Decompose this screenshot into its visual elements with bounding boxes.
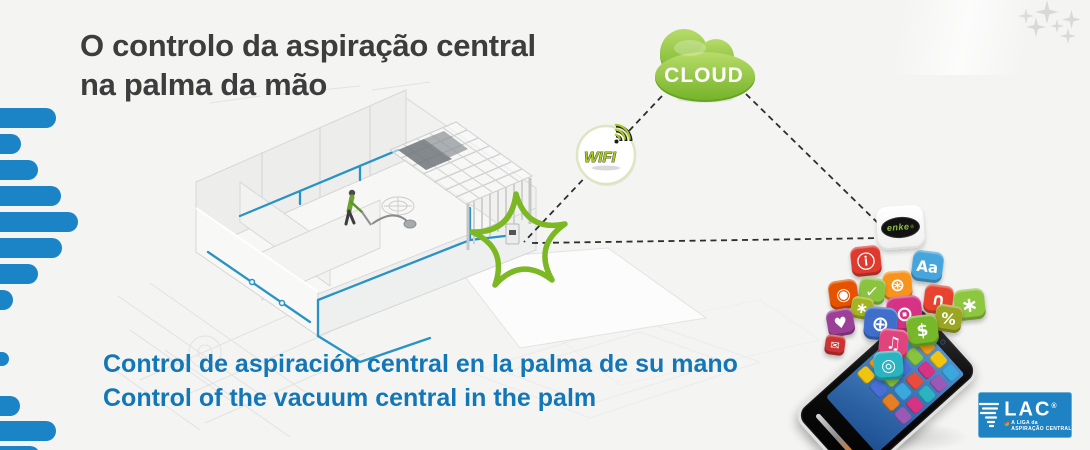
page-title-line2: na palma da mão xyxy=(80,67,328,102)
decor-bar xyxy=(0,446,40,450)
cloud-label: CLOUD xyxy=(664,64,744,87)
lac-logo: LAC® A LIGA da ASPIRAÇÃO CENTRAL xyxy=(978,392,1072,438)
decor-bar xyxy=(0,160,38,180)
enke-reg-mark: ® xyxy=(910,223,915,230)
lac-tagline-line1: A LIGA da xyxy=(1011,419,1038,426)
decor-bar xyxy=(0,238,62,258)
text-aa-icon: Aa xyxy=(910,249,945,284)
wifi-label: WIFI xyxy=(584,149,616,166)
spiral-stair xyxy=(381,196,415,216)
cloud-icon: CLOUD xyxy=(655,29,755,103)
wifi-icon: WIFI xyxy=(575,123,637,186)
decor-bar xyxy=(0,264,38,284)
connection-lines xyxy=(523,93,885,244)
phone-camera-icon xyxy=(939,338,947,346)
vacuum-pipes xyxy=(206,148,507,364)
subtitle-line1: Control de aspiración central en la palm… xyxy=(103,350,738,378)
enke-app-badge: enke® xyxy=(875,204,926,251)
pergola xyxy=(388,121,534,250)
info-icon: ⓘ xyxy=(849,244,883,278)
subtitle-line2: Control of the vacuum central in the pal… xyxy=(103,384,597,412)
enke-logo: enke® xyxy=(880,215,921,240)
wifi-waves-icon xyxy=(614,123,633,144)
lac-tornado-icon xyxy=(979,402,1000,428)
decor-bar xyxy=(0,212,78,232)
subtitle: Control de aspiración central en la palm… xyxy=(103,347,738,415)
page-title: O controlo da aspiração central na palma… xyxy=(80,26,536,104)
mail-icon: ✉ xyxy=(823,333,847,357)
lac-tagline-line2: ASPIRAÇÃO CENTRAL xyxy=(1011,425,1072,432)
decor-bar xyxy=(0,352,9,366)
decor-bar xyxy=(0,108,56,128)
enke-label: enke xyxy=(886,221,910,233)
decor-bar xyxy=(0,186,61,206)
camera-icon: ◎ xyxy=(873,350,904,381)
lac-reg-mark: ® xyxy=(1051,403,1057,411)
decor-bar xyxy=(0,134,21,154)
page-title-line1: O controlo da aspiração central xyxy=(80,28,536,63)
wall-device xyxy=(505,223,520,245)
line-device-to-phone xyxy=(531,237,885,244)
lac-name: LAC® xyxy=(1004,398,1057,421)
decor-bar xyxy=(0,421,56,441)
person-vacuuming xyxy=(344,189,417,229)
decor-bar xyxy=(0,290,13,310)
lac-text: LAC® A LIGA da ASPIRAÇÃO CENTRAL xyxy=(1004,398,1071,432)
lac-mini-mark-icon xyxy=(1004,420,1010,426)
decor-bar xyxy=(0,396,20,416)
line-cloud-to-phone xyxy=(745,93,885,230)
star-burst xyxy=(469,191,568,288)
cart-icon: $ xyxy=(905,313,940,348)
